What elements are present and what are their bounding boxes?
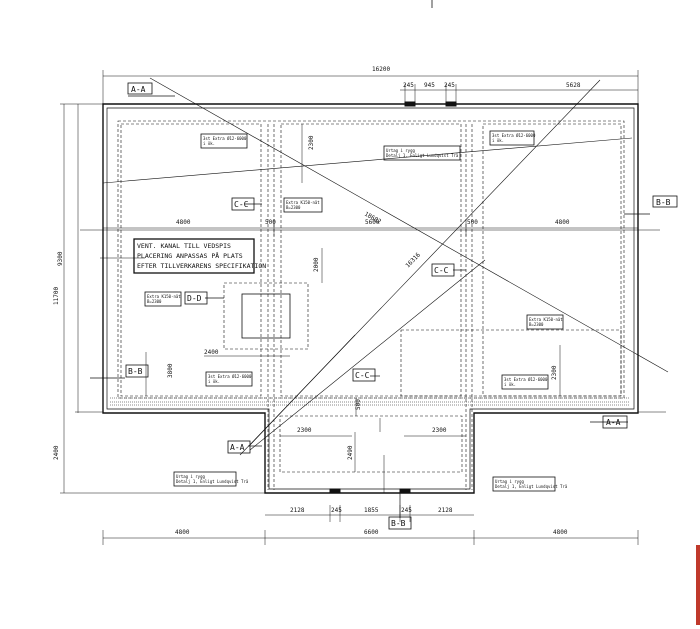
vent-note-line2: PLACERING ANPASSAS PÅ PLATS [137, 251, 243, 260]
note-left-line1: Extra K150-nät [147, 294, 181, 299]
dim-bottom-a: 2128 [290, 507, 305, 514]
dim-top-seg-right: 5628 [566, 82, 581, 89]
note-left-line2: B=2300 [147, 299, 162, 304]
note-tm-line2: Detalj 1, Enligt Lundqvist Trä [386, 153, 459, 158]
section-label-bb-bottom: B-B [391, 519, 406, 528]
note-tl-line2: i ök. [203, 141, 215, 146]
dim-bottom-d: 245 [401, 507, 412, 514]
vent-note-line1: VENT. KANAL TILL VEDSPIS [137, 242, 231, 250]
dim-wing-left: 2300 [297, 427, 312, 434]
notch-bottom-right [399, 488, 411, 493]
note-tm-line1: Urtag i rygg [386, 148, 415, 153]
dim-core-width: 2400 [204, 349, 219, 356]
dim-bottom-b: 245 [331, 507, 342, 514]
dim-left-side: 3800 [167, 363, 174, 378]
slab-outline [102, 103, 639, 494]
dim-top-seg-c: 245 [444, 82, 455, 89]
dimension-lines [60, 70, 639, 545]
note-tr-line1: 3st Extra Ø12-6000 [492, 133, 536, 138]
dim-row-col-b: 500 [467, 219, 478, 226]
dim-top-seg-a: 245 [403, 82, 414, 89]
note-mid-line1: Extra K150-nät [286, 200, 320, 205]
notch-top-left [404, 101, 416, 107]
dim-left-bottom: 2400 [53, 445, 60, 460]
dim-row-mid: 5600 [365, 219, 380, 226]
dim-diag-b: 16316 [404, 251, 422, 269]
section-label-boxes [125, 82, 678, 530]
note-br-line1: 3st Extra Ø12-6000 [504, 377, 548, 382]
diagonal-lines [100, 77, 669, 456]
section-label-cc-right: C-C [434, 266, 449, 275]
grid-lines [75, 229, 666, 413]
dim-bottom-c: 1855 [364, 507, 379, 514]
dim-bottom-mid: 6600 [364, 529, 379, 536]
dim-left-height: 9300 [57, 251, 64, 266]
edge-marker [696, 545, 700, 625]
section-label-aa-bottom-left: A-A [230, 443, 245, 452]
note-boxes [144, 130, 564, 492]
note-right-line1: Extra K150-nät [529, 317, 563, 322]
note-mid-line2: B=2300 [286, 205, 301, 210]
note-bot-l-line2: Detalj 1, Enligt Lundqvist Trä [176, 479, 249, 484]
dim-bottom-right: 4800 [553, 529, 568, 536]
vent-note-box [133, 238, 255, 274]
dim-inner-height: 2300 [308, 135, 315, 150]
dim-right-side: 2300 [551, 365, 558, 380]
note-bot-r-line1: Urtag i rygg [495, 479, 524, 484]
section-arrows [90, 95, 650, 518]
dim-left-total: 11700 [53, 287, 60, 305]
dim-wing-mid-a: 500 [355, 399, 362, 410]
note-bl-line2: i ök. [208, 379, 220, 384]
dim-row-col-a: 500 [265, 219, 276, 226]
dim-top-total: 16200 [372, 66, 390, 73]
section-label-aa-right: A-A [606, 418, 621, 427]
dim-bottom-e: 2128 [438, 507, 453, 514]
dim-row-right: 4800 [555, 219, 570, 226]
dim-wing-right: 2300 [432, 427, 447, 434]
dashed-beams [120, 123, 622, 490]
note-tl-line1: 3st Extra Ø12-6000 [203, 136, 247, 141]
chimney-core [241, 293, 291, 339]
notch-bottom-left [329, 488, 341, 493]
section-label-dd: D-D [187, 294, 202, 303]
dim-bottom-left: 4800 [175, 529, 190, 536]
section-label-cc-mid: C-C [355, 371, 370, 380]
section-label-cc-left: C-C [234, 200, 249, 209]
section-label-bb-right: B-B [656, 198, 671, 207]
slab-inner-outline [106, 107, 635, 490]
dim-row-left: 4800 [176, 219, 191, 226]
notch-top-right [445, 101, 457, 107]
dim-top-seg-b: 945 [424, 82, 435, 89]
note-bot-r-line2: Detalj 1, Enligt Lundqvist Trä [495, 484, 568, 489]
note-bot-l-line1: Urtag i rygg [176, 474, 205, 479]
dim-wing-mid-b: 2490 [347, 445, 354, 460]
note-bl-line1: 3st Extra Ø12-6000 [208, 374, 252, 379]
note-br-line2: i ök. [504, 382, 516, 387]
note-right-line2: B=2300 [529, 322, 544, 327]
section-label-bb-left: B-B [128, 367, 143, 376]
section-label-aa-top: A-A [131, 85, 146, 94]
note-tr-line2: i ök. [492, 138, 504, 143]
vent-note-line3: EFTER TILLVERKARENS SPECIFIKATION [137, 262, 266, 270]
dim-core-height: 2000 [313, 257, 320, 272]
